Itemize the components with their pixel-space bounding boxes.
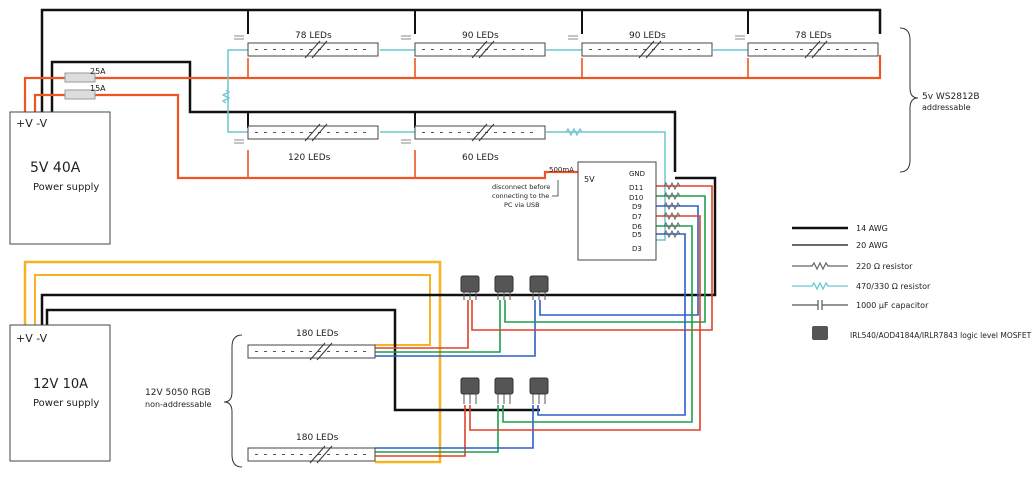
- power-5v-drops: [247, 58, 749, 78]
- power-5v-top: [23, 55, 882, 112]
- svg-text:15A: 15A: [90, 84, 106, 93]
- svg-text:20 AWG: 20 AWG: [856, 241, 888, 250]
- psu-5v-terminals: +V -V: [16, 117, 48, 130]
- mosfet-legs: [463, 292, 546, 404]
- psu-5v-title: 5V 40A: [30, 160, 81, 176]
- svg-text:disconnect before: disconnect before: [492, 183, 550, 191]
- strip-label: 180 LEDs: [296, 329, 339, 339]
- strip-label: 78 LEDs: [795, 31, 832, 41]
- svg-text:connecting to the: connecting to the: [492, 192, 549, 200]
- controller-fuse-label: 500mA: [549, 166, 574, 174]
- svg-text:D11: D11: [629, 184, 643, 192]
- resistor-220-icon: [663, 181, 681, 239]
- data-wire-top: [227, 49, 748, 55]
- svg-text:D5: D5: [632, 231, 642, 239]
- usb-note: disconnect before connecting to the PC v…: [492, 180, 559, 209]
- svg-text:D10: D10: [629, 194, 643, 202]
- psu-12v: +V -V 12V 10A Power supply: [9, 324, 111, 462]
- svg-text:25A: 25A: [90, 67, 106, 76]
- resistor-470-icon: [792, 281, 848, 291]
- mosfet-icon: [460, 275, 549, 395]
- capacitor-icon: [234, 35, 745, 144]
- controller-vin: 5V: [584, 175, 595, 184]
- svg-text:D6: D6: [632, 223, 642, 231]
- ground-bus-14awg: [40, 8, 882, 112]
- strip-label: 78 LEDs: [295, 31, 332, 41]
- ground-wire-mid: [50, 60, 677, 172]
- svg-text:PC via USB: PC via USB: [504, 201, 540, 209]
- strip-12v-1: 180 LEDs: [247, 329, 376, 361]
- brace-rgb: [223, 334, 243, 468]
- strip-label: 120 LEDs: [288, 153, 331, 163]
- svg-text:D3: D3: [632, 245, 642, 253]
- ws-label-line2: addressable: [922, 103, 971, 112]
- svg-text:GND: GND: [629, 170, 645, 178]
- svg-text:IRL540/AOD4184A/IRLR7843 logic: IRL540/AOD4184A/IRLR7843 logic level MOS…: [850, 331, 1032, 340]
- svg-text:470/330 Ω resistor: 470/330 Ω resistor: [856, 282, 931, 291]
- strip-top-2: 90 LEDs: [414, 31, 546, 59]
- psu-5v: +V -V 5V 40A Power supply: [9, 111, 111, 245]
- resistor-470-icon: [565, 127, 583, 137]
- strip-label: 90 LEDs: [629, 31, 666, 41]
- strip-mid-2: 60 LEDs: [414, 123, 546, 163]
- resistor-220-icon: [792, 261, 848, 271]
- strip-label: 180 LEDs: [296, 433, 339, 443]
- strip-top-4: 78 LEDs: [747, 31, 879, 59]
- psu-12v-subtitle: Power supply: [33, 398, 99, 409]
- capacitor-icon: [792, 300, 848, 310]
- ground-drop-mid: [247, 112, 416, 128]
- fuse-15a: 15A: [64, 84, 106, 100]
- ws-label-line1: 5v WS2812B: [922, 92, 980, 102]
- ground-drop-1: [247, 10, 749, 34]
- strip-label: 60 LEDs: [462, 153, 499, 163]
- svg-text:D7: D7: [632, 213, 642, 221]
- power-5v-mid: [33, 93, 578, 180]
- brace-ws2812b: [899, 27, 919, 173]
- resistor-470-icon: [221, 89, 231, 104]
- fuse-25a: 25A: [64, 67, 106, 83]
- rgb-channel-wires: [375, 185, 713, 457]
- psu-12v-title: 12V 10A: [33, 377, 88, 392]
- power-12v-wire: [23, 260, 442, 464]
- strip-12v-2: 180 LEDs: [247, 433, 376, 464]
- strip-mid-1: 120 LEDs: [247, 123, 379, 163]
- svg-text:D9: D9: [632, 203, 642, 211]
- strip-top-1: 78 LEDs: [247, 31, 379, 59]
- strip-label: 90 LEDs: [462, 31, 499, 41]
- rgb-label-line1: 12V 5050 RGB: [145, 388, 211, 398]
- svg-text:1000 μF capacitor: 1000 μF capacitor: [856, 301, 929, 310]
- controller-board: 5V GND D11 D10 D9 D7 D6 D5 D3: [577, 161, 657, 261]
- strip-top-3: 90 LEDs: [581, 31, 713, 59]
- rgb-label-line2: non-addressable: [145, 400, 212, 409]
- mosfet-icon: [812, 326, 828, 340]
- psu-5v-subtitle: Power supply: [33, 182, 99, 193]
- ground-12v-wire: [40, 176, 717, 412]
- power-5v-mid-drops: [247, 150, 416, 178]
- psu-12v-terminals: +V -V: [16, 332, 48, 345]
- power-12v-wire-2: [34, 274, 431, 346]
- svg-text:220 Ω resistor: 220 Ω resistor: [856, 262, 913, 271]
- svg-text:14 AWG: 14 AWG: [856, 224, 888, 233]
- legend: 14 AWG 20 AWG 220 Ω resistor 470/330 Ω r…: [792, 224, 1032, 340]
